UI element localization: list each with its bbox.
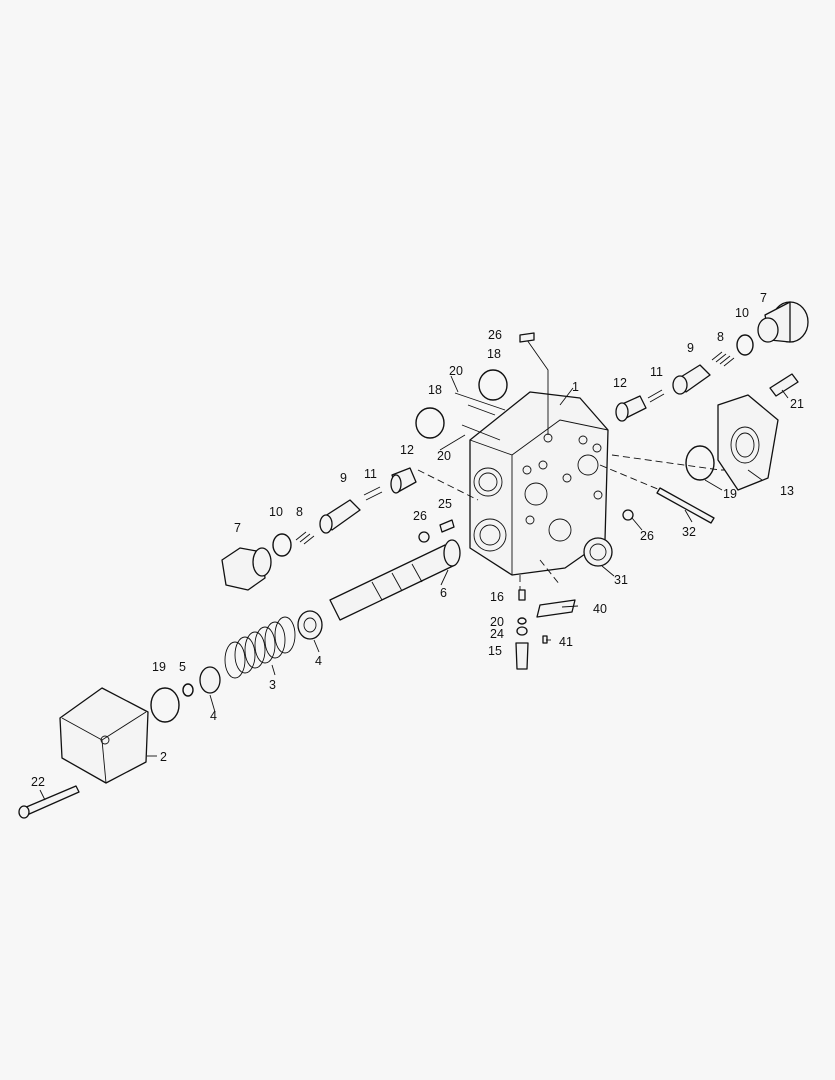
right-plug-part-7 — [757, 301, 809, 343]
spring-part-8-left — [295, 531, 315, 545]
callout-8-right: 8 — [717, 330, 724, 344]
end-cover-part-2 — [59, 687, 149, 784]
plug-part-16 — [518, 589, 526, 601]
pins-part-20 — [454, 392, 506, 441]
callout-9-right: 9 — [687, 341, 694, 355]
callout-26-left: 26 — [413, 509, 427, 523]
plug-part-25 — [439, 519, 455, 533]
plug-part-26-left — [418, 531, 430, 543]
callout-18-left: 18 — [428, 383, 442, 397]
callout-2: 2 — [160, 750, 167, 764]
callout-7-right: 7 — [760, 291, 767, 305]
callout-19-left: 19 — [152, 660, 166, 674]
callout-26-top: 26 — [488, 328, 502, 342]
spring-seat-part-4-lower — [199, 666, 221, 694]
callout-26-right: 26 — [640, 529, 654, 543]
callout-12-right: 12 — [613, 376, 627, 390]
plug-part-31 — [583, 537, 613, 567]
valve-body-part-1 — [469, 391, 609, 576]
spring-seat-part-4-upper — [297, 610, 323, 640]
spool-part-6 — [329, 539, 461, 621]
spring-part-8-right — [711, 351, 735, 367]
washer-part-24 — [516, 626, 528, 636]
callout-24: 24 — [490, 627, 504, 641]
callout-31: 31 — [614, 573, 628, 587]
ring-part-20-low — [517, 617, 527, 625]
callout-3: 3 — [269, 678, 276, 692]
o-ring-part-10-right — [736, 334, 754, 356]
spring-part-3 — [224, 616, 296, 679]
screw-part-15 — [515, 642, 529, 670]
plug-part-26-top — [519, 332, 535, 343]
spool-part-12-right — [615, 395, 647, 422]
callout-20-top: 20 — [449, 364, 463, 378]
o-ring-part-18-top — [478, 369, 508, 401]
o-ring-part-18-left — [415, 407, 445, 439]
callout-labels: 26 18 20 18 20 1 12 11 9 8 10 7 21 19 13… — [31, 291, 804, 789]
plate-part-40 — [536, 599, 576, 618]
piston-part-9-left — [319, 499, 361, 534]
piston-part-9-right — [672, 364, 711, 395]
callout-12-left: 12 — [400, 443, 414, 457]
callout-20-mid: 20 — [437, 449, 451, 463]
spring-part-11-left — [363, 486, 383, 501]
o-ring-part-19-right — [685, 445, 715, 481]
callout-5: 5 — [179, 660, 186, 674]
callout-18-top: 18 — [487, 347, 501, 361]
bolt-part-22 — [18, 785, 80, 819]
callout-25: 25 — [438, 497, 452, 511]
o-ring-part-10-left — [272, 533, 292, 557]
callout-1: 1 — [572, 380, 579, 394]
callout-11-left: 11 — [364, 467, 377, 481]
spool-part-12-left — [390, 467, 417, 494]
callout-41: 41 — [559, 635, 573, 649]
callout-10-right: 10 — [735, 306, 749, 320]
bolt-part-21 — [769, 373, 799, 397]
callout-19-right: 19 — [723, 487, 737, 501]
pin-part-41 — [542, 635, 548, 644]
callout-16: 16 — [490, 590, 504, 604]
plug-part-26-right — [622, 509, 634, 521]
callout-40: 40 — [593, 602, 607, 616]
flange-part-13 — [717, 394, 779, 491]
left-plug-part-7 — [221, 547, 272, 591]
callout-11-right: 11 — [650, 365, 663, 379]
o-ring-part-19-left — [150, 687, 180, 723]
callout-15: 15 — [488, 644, 502, 658]
callout-9-left: 9 — [340, 471, 347, 485]
callout-20-low: 20 — [490, 615, 504, 629]
callout-13: 13 — [780, 484, 794, 498]
ring-part-5 — [182, 683, 194, 697]
callout-7-left: 7 — [234, 521, 241, 535]
callout-6: 6 — [440, 586, 447, 600]
bolt-part-32 — [656, 487, 715, 524]
callout-22: 22 — [31, 775, 45, 789]
callout-4-lower: 4 — [210, 709, 217, 723]
spring-part-11-right — [647, 389, 665, 403]
callout-8-left: 8 — [296, 505, 303, 519]
callout-10-left: 10 — [269, 505, 283, 519]
callout-4-upper: 4 — [315, 654, 322, 668]
callout-32: 32 — [682, 525, 696, 539]
callout-21: 21 — [790, 397, 804, 411]
leader-lines — [39, 375, 789, 801]
